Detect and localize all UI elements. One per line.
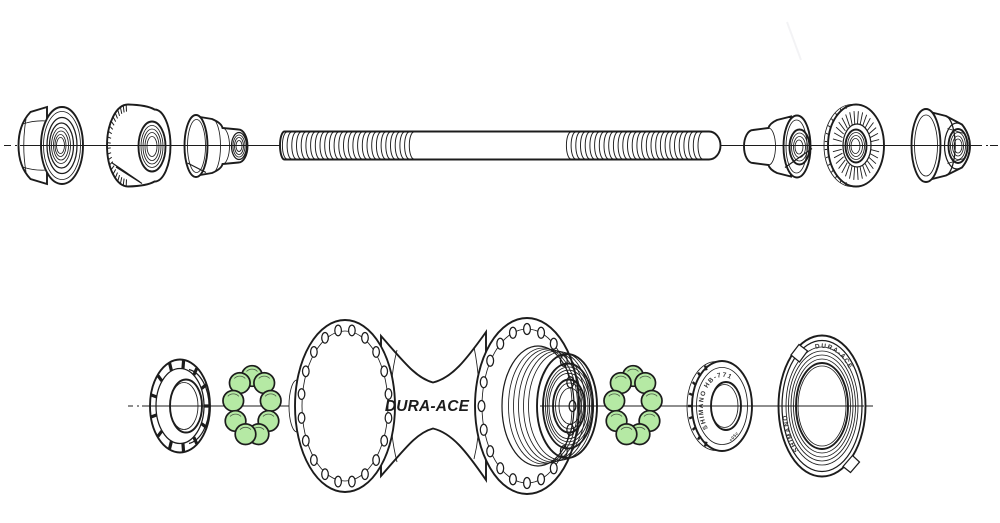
ball-bearings-right <box>603 364 663 446</box>
axle <box>279 130 722 161</box>
hub-flange-left <box>294 319 396 493</box>
lockring-notch-lower <box>842 454 861 474</box>
cone-right <box>743 114 813 179</box>
axle-threads-right <box>565 131 703 160</box>
hub-logo: DURA-ACE <box>385 398 470 415</box>
washer-edge-knurl <box>824 105 847 186</box>
lockring-notch-upper <box>790 343 809 363</box>
knurl-ticks <box>106 104 127 187</box>
axle-threads-left <box>281 131 415 160</box>
hub-body: DURA-ACE <box>288 317 601 495</box>
hub-assembly: DURA-ACE SHIMANO HB-7710 + <box>0 0 873 495</box>
dust-cap <box>149 358 215 454</box>
washer-serration <box>832 111 880 180</box>
ball-bearings-left <box>222 364 282 446</box>
hub-barrel <box>380 329 487 484</box>
spoke-holes-left <box>297 324 393 488</box>
bearing-cone-code: +05c <box>728 431 740 443</box>
axle-assembly <box>4 103 998 188</box>
scan-artifact <box>786 21 802 61</box>
lockring: DURA-ACE SHIMANO <box>777 334 867 478</box>
bearing-cone-splines <box>688 365 708 447</box>
hub-bearing-cup <box>501 345 601 467</box>
